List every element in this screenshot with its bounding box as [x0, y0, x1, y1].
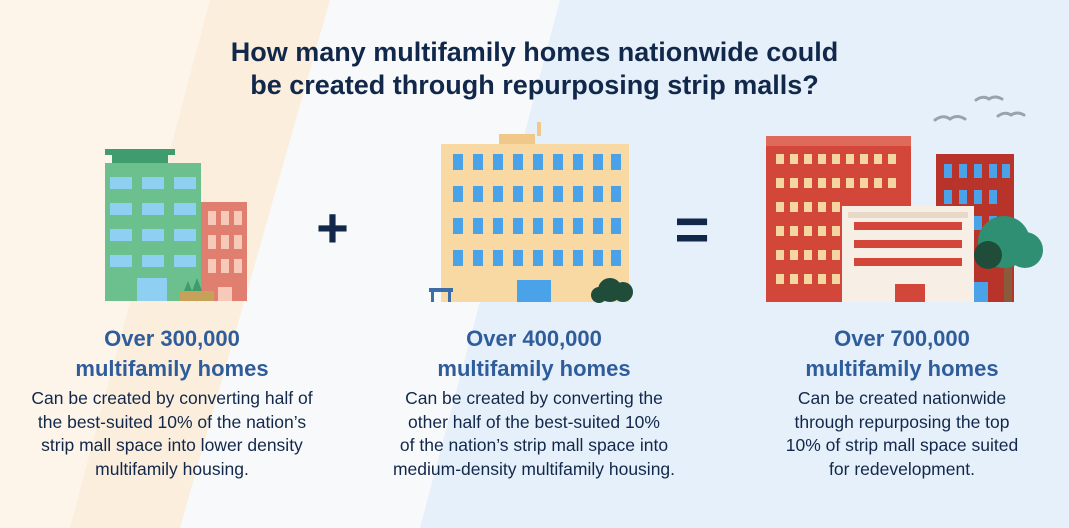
description-line: Can be created by converting the [405, 388, 663, 408]
description-line: of the nation’s strip mall space into [399, 435, 669, 455]
description-line: strip mall space into lower density [41, 435, 303, 455]
description-line: Can be created by converting half of [31, 388, 313, 408]
description-line: multifamily housing. [95, 458, 249, 479]
column-total: Over 700,000 multifamily homes Can be cr… [742, 324, 1062, 481]
description-line: 10% of strip mall space suited [785, 435, 1019, 455]
description-line: for redevelopment. [829, 458, 975, 479]
column-medium-density: Over 400,000 multifamily homes Can be cr… [354, 324, 714, 481]
headline-count: Over 400,000 [466, 326, 602, 351]
column-low-density: Over 300,000 multifamily homes Can be cr… [0, 324, 344, 481]
headline-unit: multifamily homes [75, 356, 269, 381]
headline-unit: multifamily homes [805, 356, 999, 381]
headline-count: Over 700,000 [834, 326, 970, 351]
title-line-1: How many multifamily homes nationwide co… [230, 37, 839, 67]
headline-unit: multifamily homes [437, 356, 631, 381]
description-line: the best-suited 10% of the nation’s [37, 411, 307, 432]
description-line: through repurposing the top [794, 411, 1010, 432]
equals-operator: = [674, 196, 710, 263]
title-line-2: be created through repurposing strip mal… [250, 70, 819, 100]
page-title: How many multifamily homes nationwide co… [0, 36, 1069, 102]
description-line: other half of the best-suited 10% [408, 411, 660, 432]
description: Can be created nationwide through repurp… [742, 387, 1062, 481]
description-line: Can be created nationwide [797, 388, 1007, 408]
description-line: medium-density multifamily housing. [392, 458, 676, 479]
low-density-buildings-illustration [105, 149, 247, 301]
plus-operator: + [316, 196, 349, 259]
headline-count: Over 300,000 [104, 326, 240, 351]
medium-density-building-illustration [429, 122, 633, 303]
description: Can be created by converting the other h… [354, 387, 714, 481]
description: Can be created by converting half of the… [0, 387, 344, 481]
combined-buildings-illustration [766, 95, 1043, 302]
